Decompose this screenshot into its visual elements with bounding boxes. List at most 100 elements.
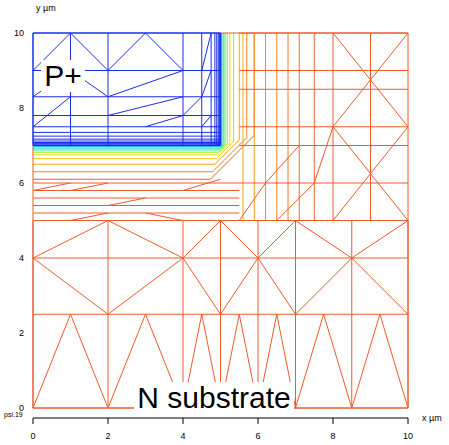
tick-label: 0	[19, 404, 24, 413]
tick-mark	[108, 418, 109, 424]
tick-label: 10	[14, 29, 24, 38]
mesh-line	[33, 33, 223, 148]
mesh-line	[33, 190, 239, 191]
mesh-line	[33, 258, 108, 314]
mesh-line	[33, 33, 227, 152]
mesh-line	[33, 143, 221, 144]
tick-label: 10	[403, 432, 413, 441]
axis-ticks	[33, 418, 408, 424]
mesh-line	[33, 221, 108, 259]
mesh-line	[324, 314, 352, 408]
mesh-line	[33, 33, 225, 150]
mesh-line	[33, 115, 221, 116]
mesh-line	[71, 183, 109, 191]
mesh-line	[108, 33, 146, 71]
mesh-line	[33, 33, 221, 146]
x-axis-line	[33, 418, 408, 419]
mesh-line	[33, 139, 221, 140]
mesh-line	[33, 33, 230, 155]
mesh-line	[202, 33, 211, 71]
tick-mark	[183, 418, 184, 424]
mesh-line	[108, 71, 183, 97]
mesh-line	[33, 96, 221, 97]
tick-mark	[408, 418, 409, 424]
mesh-line	[146, 33, 184, 71]
mesh-line	[380, 314, 408, 408]
mesh-line	[221, 221, 259, 259]
mesh-line	[33, 33, 234, 159]
mesh-line	[71, 213, 109, 221]
mesh-line	[221, 258, 259, 314]
mesh-lines	[33, 33, 408, 408]
mesh-line	[352, 221, 408, 259]
axis-title: x µm	[422, 414, 442, 423]
mesh-line	[239, 70, 408, 71]
mesh-line	[239, 126, 408, 127]
mesh-line	[296, 258, 352, 314]
mesh-line	[183, 221, 221, 259]
mesh-line	[277, 183, 315, 221]
mesh-line	[266, 146, 300, 184]
mesh-line	[33, 141, 221, 142]
mesh-line	[108, 221, 183, 259]
mesh-line	[108, 33, 109, 146]
mesh-line	[33, 205, 239, 206]
mesh-line	[146, 116, 184, 127]
mesh-line	[258, 258, 296, 314]
tick-mark	[258, 418, 259, 424]
tick-label: 2	[105, 432, 110, 441]
axis-title: y µm	[36, 4, 56, 13]
mesh-line	[33, 314, 71, 408]
mesh-line	[201, 33, 202, 146]
mesh-line	[183, 179, 221, 190]
mesh-line	[239, 89, 408, 90]
tick-label: 4	[180, 432, 185, 441]
tick-label: 2	[19, 329, 24, 338]
mesh-line	[258, 221, 296, 259]
tick-label: 8	[19, 104, 24, 113]
tick-label: 4	[19, 254, 24, 263]
tick-mark	[33, 418, 34, 424]
mesh-line	[239, 145, 408, 146]
mesh-line	[216, 33, 217, 146]
mesh-line	[33, 144, 221, 145]
mesh-line	[239, 183, 265, 221]
mesh-line	[352, 258, 408, 314]
mesh-line	[219, 33, 220, 146]
tick-label: 6	[19, 179, 24, 188]
mesh-line	[183, 97, 202, 116]
mesh-line	[108, 198, 146, 206]
mesh-line	[71, 314, 109, 408]
tick-label: 0	[30, 432, 35, 441]
mesh-line	[202, 71, 211, 97]
mesh-line	[370, 33, 371, 221]
mesh-line	[214, 33, 215, 146]
mesh-line	[33, 33, 222, 147]
mesh-line	[296, 314, 324, 408]
mesh-line	[218, 33, 219, 146]
tick-label: 6	[255, 432, 260, 441]
mesh-line	[33, 145, 221, 146]
mesh-line	[352, 314, 380, 408]
mesh-line	[33, 33, 408, 408]
tick-mark	[333, 418, 334, 424]
mesh-line	[183, 258, 221, 314]
region-label: P+	[41, 60, 85, 92]
mesh-line	[239, 183, 408, 184]
mesh-line	[33, 33, 239, 164]
mesh-line	[33, 132, 221, 133]
mesh-line	[33, 97, 71, 127]
mesh-line	[33, 198, 239, 199]
mesh-line	[211, 33, 212, 146]
mesh-line	[314, 127, 333, 183]
mesh-line	[108, 97, 183, 116]
mesh-line	[33, 183, 71, 191]
mesh-line	[33, 33, 247, 172]
mesh-line	[33, 126, 221, 127]
tick-label: 8	[330, 432, 335, 441]
mesh-line	[146, 213, 184, 221]
mesh-line	[33, 213, 239, 214]
mesh-line	[33, 33, 254, 179]
mesh-line	[33, 142, 221, 143]
